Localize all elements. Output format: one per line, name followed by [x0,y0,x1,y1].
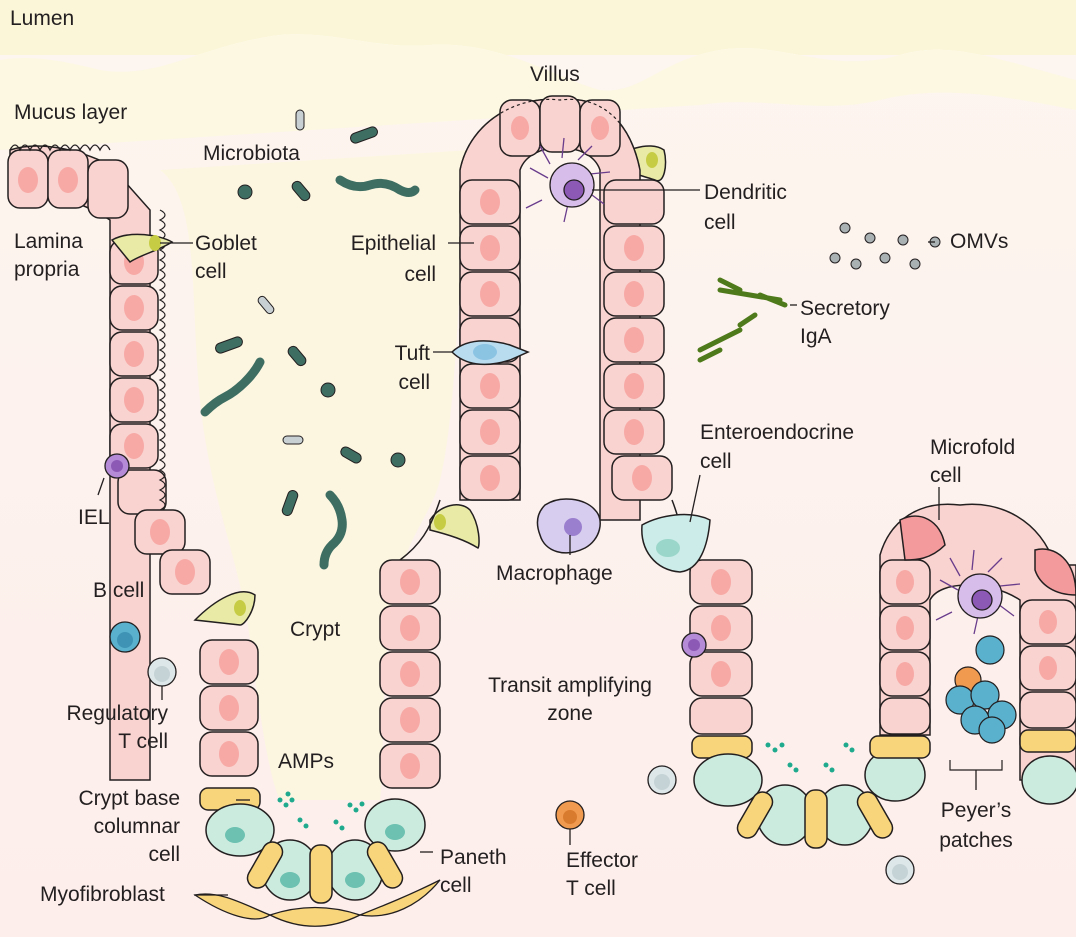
label-effector-1: Effector [566,848,638,873]
label-epithelial-1: Epithelial [320,231,436,256]
label-lamina-propria-2: propria [14,257,79,282]
label-transit-2: zone [450,701,690,726]
label-microbiota: Microbiota [203,141,300,166]
label-omvs: OMVs [950,229,1008,254]
label-lamina-propria-1: Lamina [14,229,83,254]
label-tuft-1: Tuft [350,341,430,366]
label-transit-1: Transit amplifying [450,673,690,698]
label-cbc-1: Crypt base [20,786,180,811]
label-paneth-2: cell [440,873,472,898]
label-iel: IEL [78,505,110,530]
label-myofibroblast: Myofibroblast [40,882,165,907]
label-paneth-1: Paneth [440,845,507,870]
label-amps: AMPs [278,749,334,774]
label-epithelial-2: cell [320,262,436,287]
label-b-cell: B cell [93,578,144,603]
label-secretory-iga-1: Secretory [800,296,890,321]
label-enteroendocrine-2: cell [700,449,732,474]
label-treg-2: T cell [20,729,168,754]
label-mucus-layer: Mucus layer [14,100,127,125]
label-cbc-2: columnar [20,814,180,839]
label-goblet-1: Goblet [195,231,257,256]
label-peyers-2: patches [920,828,1032,853]
label-secretory-iga-2: IgA [800,324,832,349]
label-dendritic-2: cell [704,210,736,235]
label-peyers-1: Peyer’s [920,798,1032,823]
label-lumen: Lumen [10,6,74,31]
label-cbc-3: cell [20,842,180,867]
label-effector-2: T cell [566,876,616,901]
label-villus: Villus [530,62,580,87]
label-macrophage: Macrophage [496,561,613,586]
label-enteroendocrine-1: Enteroendocrine [700,420,854,445]
label-tuft-2: cell [350,370,430,395]
label-goblet-2: cell [195,259,227,284]
label-crypt: Crypt [290,617,340,642]
label-dendritic-1: Dendritic [704,180,787,205]
label-microfold-2: cell [930,463,962,488]
label-microfold-1: Microfold [930,435,1015,460]
label-treg-1: Regulatory [20,701,168,726]
